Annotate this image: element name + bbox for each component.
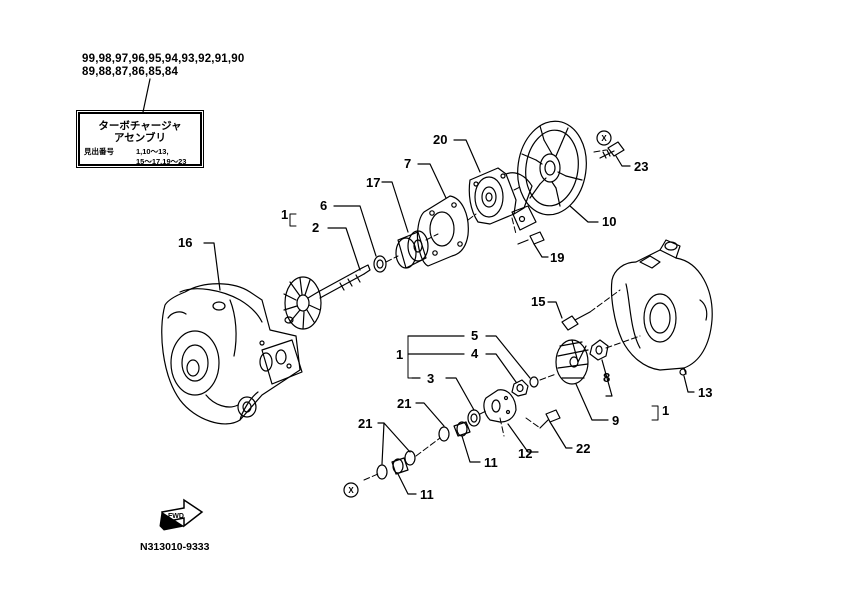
callout-7: 7 xyxy=(404,156,411,171)
x-marker-top: X xyxy=(596,130,612,146)
callout-11-upper: 11 xyxy=(484,455,498,470)
callout-1-right: 1 xyxy=(662,403,669,418)
assembly-label-box: ターボチャージャ アセンブリ 見出番号 1,10～13, 15～17,19～23 xyxy=(76,110,204,168)
plate-part xyxy=(416,195,469,267)
model-years-line-2: 89,88,87,86,85,84 xyxy=(82,66,179,78)
callout-1-top: 1 xyxy=(281,207,288,222)
callout-21-upper: 21 xyxy=(397,396,411,411)
compressor-housing-part xyxy=(610,239,713,376)
backplate-part xyxy=(517,120,587,216)
callout-20: 20 xyxy=(433,132,447,147)
callout-13: 13 xyxy=(698,385,712,400)
ref-number-value-line-2: 15～17,19～23 xyxy=(136,157,187,166)
callout-3: 3 xyxy=(427,371,434,386)
bolt-22-part xyxy=(539,409,561,429)
ring-21-lower-a-part xyxy=(404,450,416,466)
fwd-arrow-icon: FWD xyxy=(159,498,204,531)
sleeve-3-part xyxy=(467,409,481,427)
bush-part xyxy=(395,230,429,269)
callout-8: 8 xyxy=(603,370,610,385)
assembly-title-line-1: ターボチャージャ xyxy=(98,120,182,132)
bolt-23-part xyxy=(599,141,625,159)
callout-21-lower: 21 xyxy=(358,416,372,431)
compressor-impeller-part xyxy=(555,339,589,385)
callout-5: 5 xyxy=(471,328,478,343)
nut-4-part xyxy=(511,379,529,397)
diagram-code: N313010-9333 xyxy=(140,541,210,553)
ring-part xyxy=(373,255,387,273)
turbine-shaft-part xyxy=(283,264,371,330)
thrust-plate-part xyxy=(483,389,517,423)
bearing-housing-part xyxy=(468,167,537,231)
callout-9: 9 xyxy=(612,413,619,428)
x-marker-bottom: X xyxy=(343,482,359,498)
callout-4: 4 xyxy=(471,346,479,361)
bearing-11-lower-part xyxy=(391,457,409,475)
callout-23: 23 xyxy=(634,159,648,174)
callout-16: 16 xyxy=(178,235,192,250)
ring-21-lower-b-part xyxy=(376,464,388,480)
bolt-15-part xyxy=(561,311,591,331)
nut-8-part xyxy=(589,339,609,361)
bolt-19-part xyxy=(517,231,545,245)
turbine-housing-part xyxy=(161,283,303,425)
model-years-line-1: 99,98,97,96,95,94,93,92,91,90 xyxy=(82,53,245,65)
callout-15: 15 xyxy=(531,294,545,309)
assembly-title-line-2: アセンブリ xyxy=(114,132,166,144)
callout-11-lower: 11 xyxy=(420,487,434,502)
svg-text:X: X xyxy=(348,486,354,495)
ref-number-value-line-1: 1,10～13, xyxy=(136,147,169,156)
fwd-label: FWD xyxy=(168,513,184,520)
washer-5-part xyxy=(529,376,539,388)
callout-6: 6 xyxy=(320,198,327,213)
callout-22: 22 xyxy=(576,441,590,456)
ref-number-key: 見出番号 xyxy=(84,147,114,156)
callout-10: 10 xyxy=(602,214,616,229)
label-leader-line xyxy=(142,78,151,113)
callout-19: 19 xyxy=(550,250,564,265)
callout-12: 12 xyxy=(518,446,532,461)
callout-17: 17 xyxy=(366,175,380,190)
callout-1-middle: 1 xyxy=(396,347,403,362)
svg-text:X: X xyxy=(601,134,607,143)
bearing-11-upper-part xyxy=(453,421,471,437)
ring-21-upper-part xyxy=(438,426,450,442)
callout-2: 2 xyxy=(312,220,319,235)
